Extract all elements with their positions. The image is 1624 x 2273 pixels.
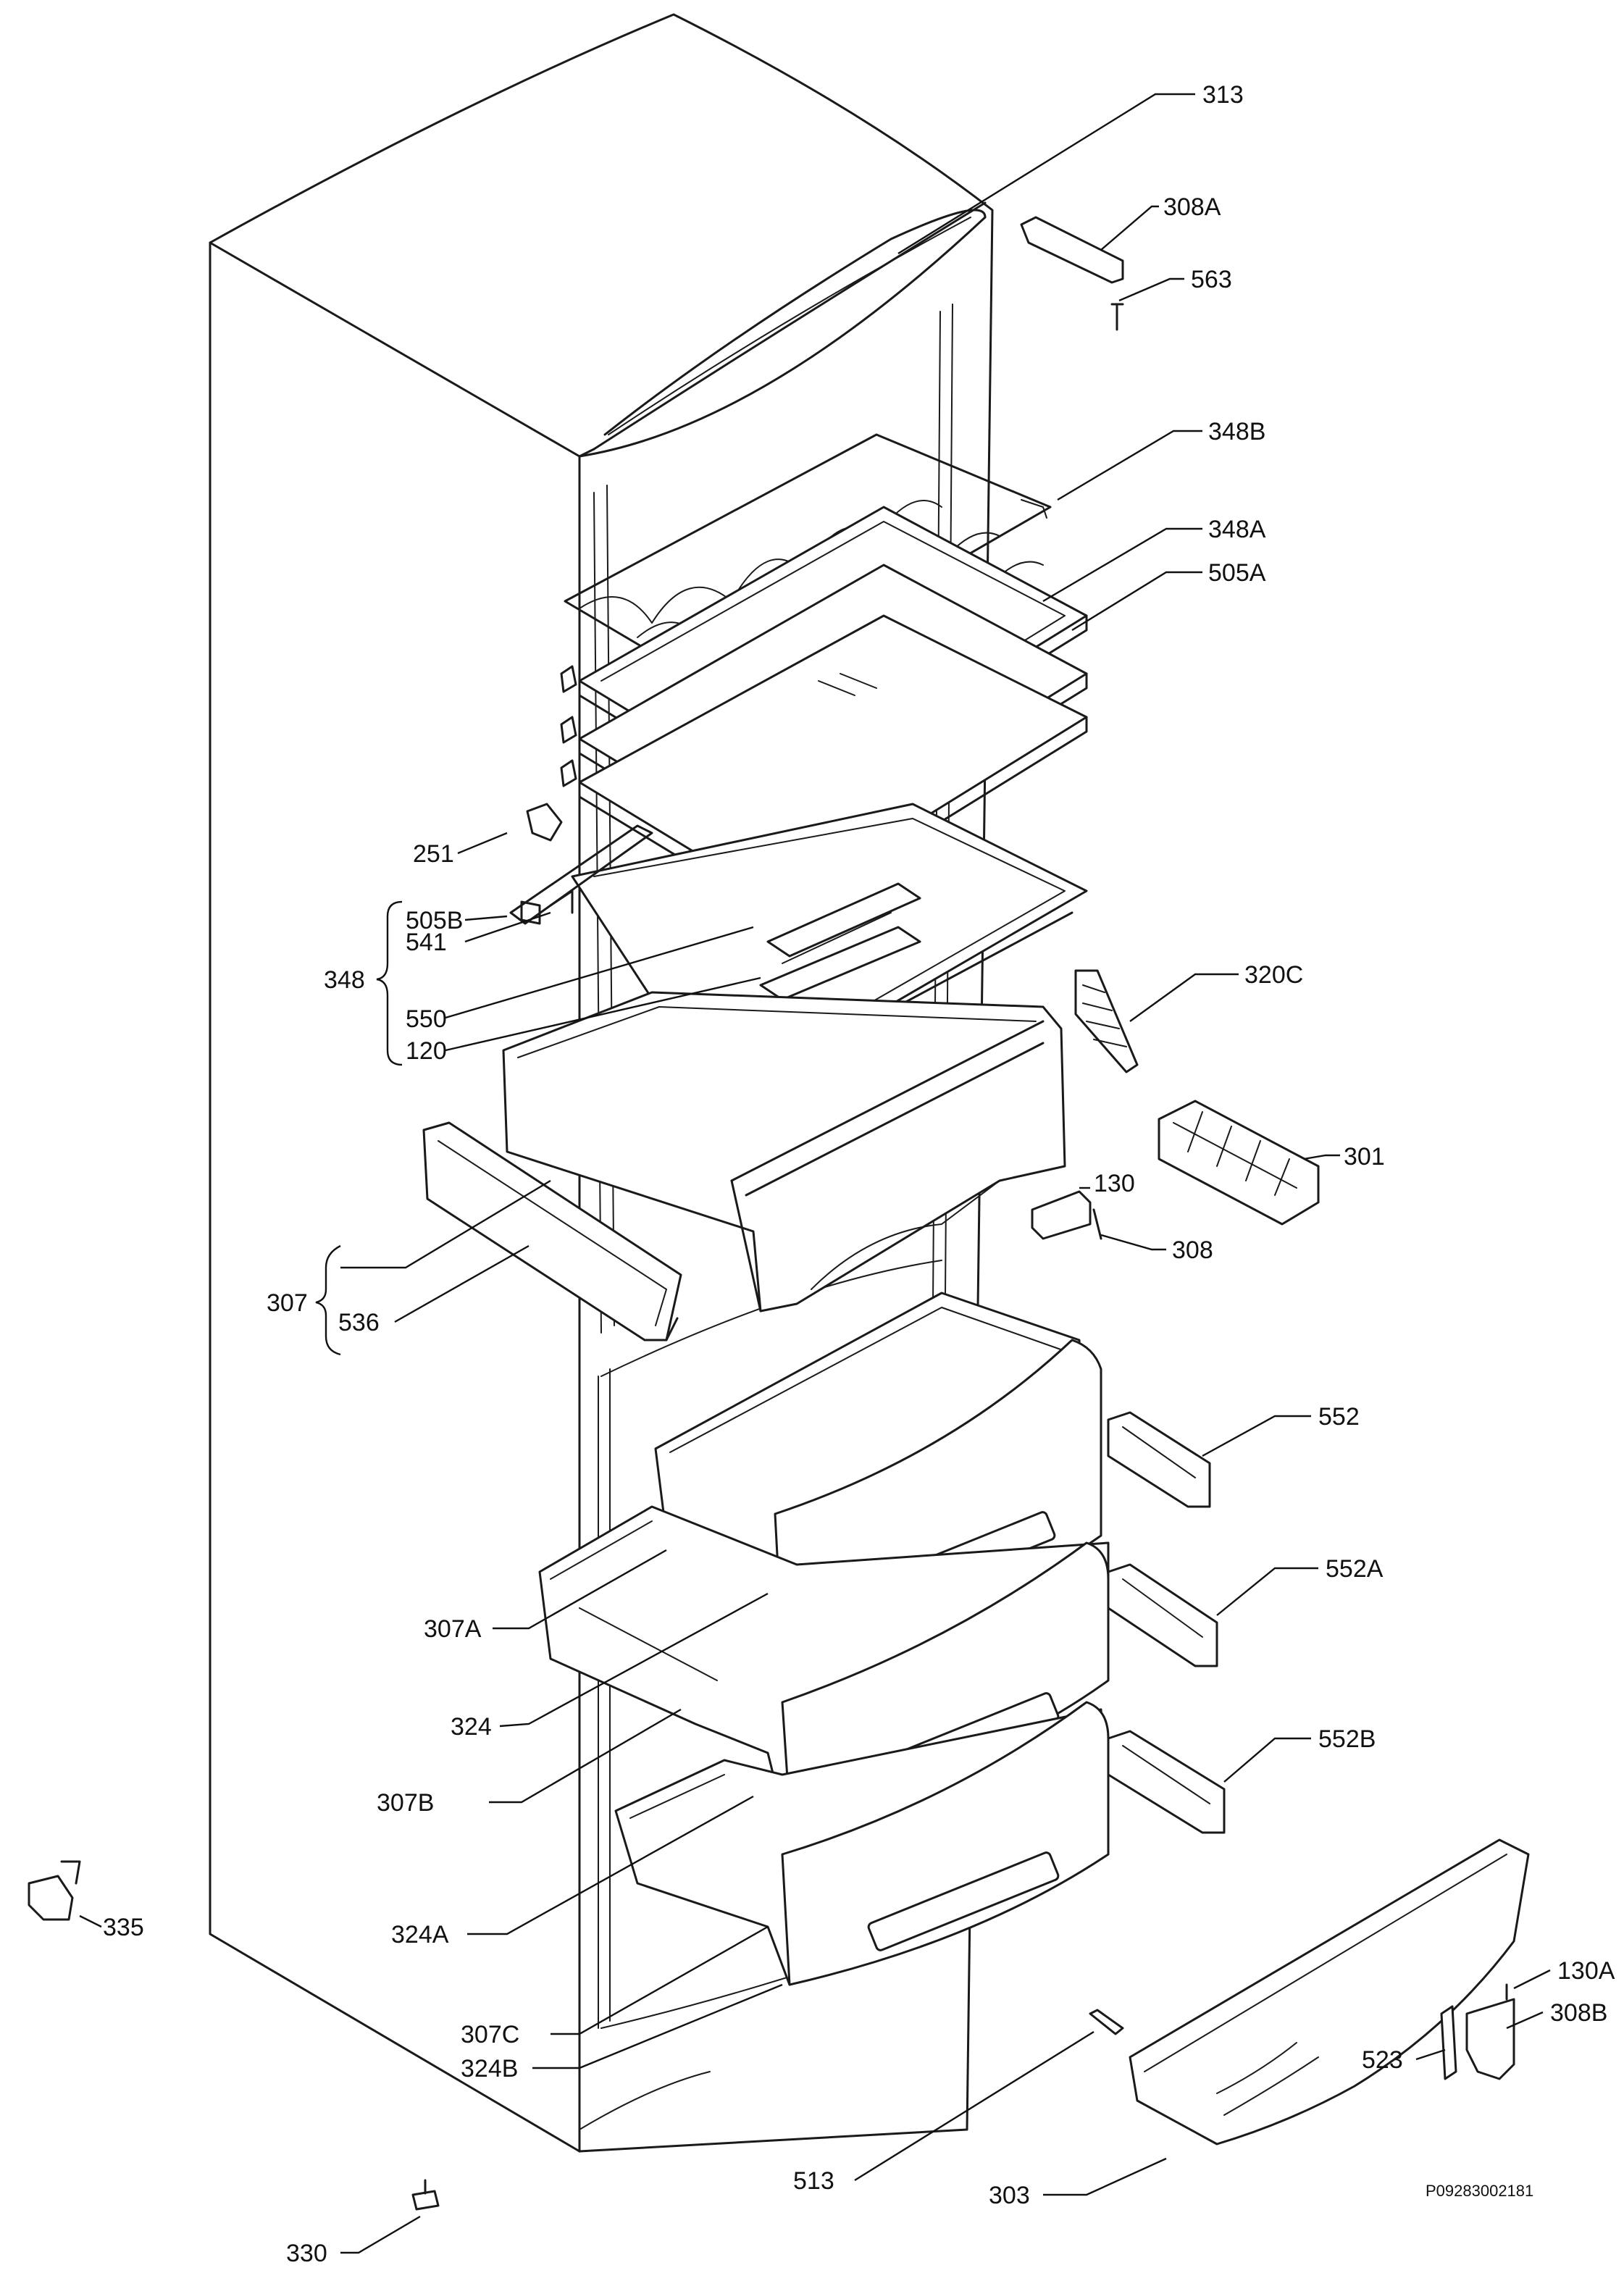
drawer-front-panel	[422, 1121, 682, 1341]
leader-lines	[79, 93, 1551, 2254]
label-324: 324	[451, 1713, 492, 1741]
clip-251	[526, 803, 563, 842]
part-labels: 313 308A 563 348B 348A 505A 251 505B 541…	[103, 81, 1615, 2267]
lower-drawer-3	[614, 1701, 1110, 1986]
label-120: 120	[406, 1037, 447, 1065]
glass-shelves	[560, 506, 1088, 921]
label-552b: 552B	[1318, 1725, 1376, 1753]
bracket-523	[1440, 2005, 1457, 2080]
plinth-303	[1129, 1838, 1530, 2146]
label-550: 550	[406, 1005, 447, 1033]
vent-320c	[1074, 969, 1139, 1073]
label-348a: 348A	[1208, 516, 1266, 543]
label-513: 513	[793, 2167, 834, 2195]
rail-552	[1107, 1411, 1211, 1508]
label-308b: 308B	[1550, 1999, 1607, 2027]
pin-513	[1089, 2009, 1124, 2035]
rail-552b	[1107, 1730, 1226, 1834]
label-303: 303	[989, 2182, 1030, 2209]
label-130a: 130A	[1557, 1957, 1615, 1985]
label-505b: 505B	[406, 907, 463, 934]
bracket-130	[1031, 1190, 1102, 1240]
label-307b: 307B	[377, 1789, 434, 1817]
label-324a: 324A	[391, 1921, 449, 1948]
foot-335	[28, 1860, 81, 1921]
label-301: 301	[1344, 1143, 1385, 1171]
label-251: 251	[413, 840, 454, 868]
hinge-308a	[1020, 216, 1124, 284]
label-330: 330	[286, 2240, 327, 2267]
label-307c: 307C	[461, 2021, 519, 2048]
label-308a: 308A	[1163, 193, 1221, 221]
label-307a: 307A	[424, 1615, 482, 1643]
hinge-308b	[1465, 1983, 1515, 2080]
document-id: P09283002181	[1426, 2182, 1533, 2200]
label-313: 313	[1202, 81, 1244, 109]
bracket-group-307	[315, 1244, 341, 1356]
ice-tray-301	[1158, 1100, 1320, 1226]
label-348b: 348B	[1208, 418, 1265, 445]
rail-552a	[1107, 1563, 1218, 1667]
label-552: 552	[1318, 1403, 1360, 1431]
label-335: 335	[103, 1914, 144, 1941]
label-320c: 320C	[1244, 961, 1303, 989]
label-505a: 505A	[1208, 559, 1266, 587]
label-523: 523	[1362, 2046, 1403, 2074]
label-552a: 552A	[1326, 1555, 1384, 1583]
label-130: 130	[1094, 1170, 1135, 1197]
label-324b: 324B	[461, 2055, 518, 2082]
bracket-group-348	[376, 900, 403, 1066]
label-307: 307	[267, 1289, 308, 1317]
label-563: 563	[1191, 266, 1232, 293]
screw-563	[1110, 303, 1124, 331]
label-536: 536	[338, 1309, 380, 1336]
label-308: 308	[1172, 1236, 1213, 1264]
leveling-foot-330	[411, 2179, 440, 2211]
label-348: 348	[324, 966, 365, 994]
label-541: 541	[406, 929, 447, 956]
upper-drawer	[502, 991, 1066, 1313]
